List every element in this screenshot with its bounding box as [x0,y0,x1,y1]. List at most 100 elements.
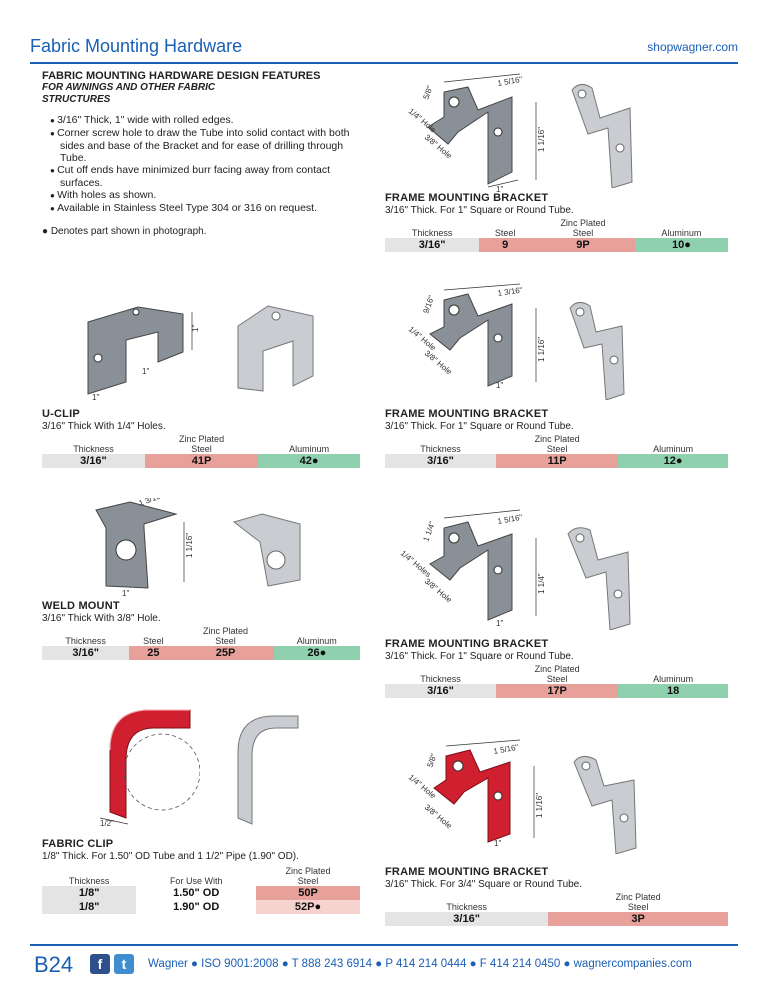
dim-bottom: 1" [496,381,503,390]
frame-bracket-3-photo [567,527,631,630]
frame2-desc: 3/16" Thick. For 1" Square or Round Tube… [385,421,574,432]
dim-right: 1 1/16" [185,533,194,558]
site-link[interactable]: shopwagner.com [647,40,738,54]
cell-aluminum: 18 [618,684,728,698]
col-aluminum: Aluminum [296,636,337,646]
cell-thickness: 3/16" [42,646,130,660]
cell-for-use: 1.50" OD [136,886,257,900]
design-features: FABRIC MOUNTING HARDWARE DESIGN FEATURES… [42,70,362,215]
cell-thickness: 1/8" [42,886,137,900]
footer-divider [30,944,738,946]
features-subtitle-1: FOR AWNINGS AND OTHER FABRIC [42,82,216,93]
dim-bottom: 1" [122,589,129,598]
dim-hole-1: 1/4" Hole [407,773,438,801]
dim-right: 1 1/4" [537,573,546,594]
frame-bracket-1-photo [571,84,633,188]
col-thickness: Thickness [420,444,461,454]
dim-left: 5/8" [421,84,434,100]
fabric-clip-drawing: 1/2" [99,709,200,828]
col-aluminum: Aluminum [653,444,694,454]
weld-mount-photo [232,513,301,587]
facebook-icon[interactable]: f [90,954,110,974]
frame4-title: FRAME MOUNTING BRACKET [385,866,549,878]
cell-thickness: 3/16" [385,684,496,698]
frame-bracket-2-photo [569,302,625,400]
weld-mount-drawing: 1 3/16" 1 1/16" 1" [95,498,194,598]
u-clip-photo [237,305,314,392]
dim-left: 9/16" [421,294,436,315]
dim-bottom: 1" [494,839,501,848]
twitter-icon[interactable]: t [114,954,134,974]
col-thickness: Thickness [420,674,461,684]
dim-top: 1 5/16" [497,513,523,526]
dim-bottom: 1" [496,185,503,192]
dim-right: 1 1/16" [537,127,546,152]
fabric-clip-photo [237,715,299,825]
col-aluminum: Aluminum [661,228,702,238]
dim-hole-1: 1/4" Hole [407,325,438,353]
photo-note: ● Denotes part shown in photograph. [42,226,207,237]
fabric-desc: 1/8" Thick. For 1.50" OD Tube and 1 1/2"… [42,851,299,862]
uclip-title: U-CLIP [42,408,80,420]
cell-zinc: 25P [177,646,274,660]
frame1-desc: 3/16" Thick. For 1" Square or Round Tube… [385,205,574,216]
weld-desc: 3/16" Thick With 3/8" Hole. [42,613,161,624]
col-thickness: Thickness [65,636,106,646]
frame1-title: FRAME MOUNTING BRACKET [385,192,549,204]
dim-left: 5/8" [425,752,438,768]
header-divider [30,62,738,64]
col-thickness: Thickness [68,876,110,886]
dim-right: 1 1/16" [535,793,544,818]
frame4-desc: 3/16" Thick. For 3/4" Square or Round Tu… [385,879,583,890]
cell-aluminum: 12● [618,454,728,468]
frame-bracket-4-photo [573,756,637,854]
cell-for-use: 1.90" OD [136,900,257,914]
dim-left: 1 1/4" [421,520,437,543]
page-number: B24 [34,952,74,977]
weld-title: WELD MOUNT [42,600,120,612]
feature-item: With holes as shown. [42,189,362,202]
feature-item: Available in Stainless Steel Type 304 or… [42,202,362,215]
cell-thickness: 3/16" [385,912,549,926]
dim-top: 1 5/16" [493,743,519,756]
cell-aluminum: 26● [273,646,360,660]
u-clip-drawing: 1" 1" 1" [87,306,200,402]
frame-bracket-2-drawing: 1 3/16" 9/16" 1 1/16" 1/4" Hole 3/8" Hol… [407,283,546,390]
dim-top: 1 3/16" [497,286,523,298]
cell-aluminum: 10● [634,238,728,252]
cell-zinc: 50P [256,886,360,900]
cell-zinc: 11P [495,454,619,468]
cell-steel: 25 [129,646,178,660]
cell-zinc: 41P [144,454,259,468]
dim-right: 1 1/16" [537,337,546,362]
footer-contact: Wagner ● ISO 9001:2008 ● T 888 243 6914 … [148,958,692,970]
cell-aluminum: 42● [258,454,360,468]
dim-hole-2: 3/8" Hole [423,577,454,605]
features-title: FABRIC MOUNTING HARDWARE DESIGN FEATURES [42,70,321,82]
dim-hole-1: 1/4" Hole [407,107,438,135]
col-thickness: Thickness [411,228,453,238]
dim-height: 1" [191,325,200,332]
feature-item: 3/16" Thick, 1" wide with rolled edges. [42,114,362,127]
cell-zinc: 3P [548,912,728,926]
dim-top: 1 5/16" [497,75,523,88]
dim-bottom: 1/2" [100,819,114,828]
features-subtitle-2: STRUCTURES [42,94,111,105]
cell-zinc: 17P [495,684,619,698]
col-aluminum: Aluminum [289,444,330,454]
col-aluminum: Aluminum [653,674,694,684]
cell-thickness: 3/16" [42,454,145,468]
dim-width-2: 1" [142,367,149,376]
col-steel: Steel [143,636,164,646]
